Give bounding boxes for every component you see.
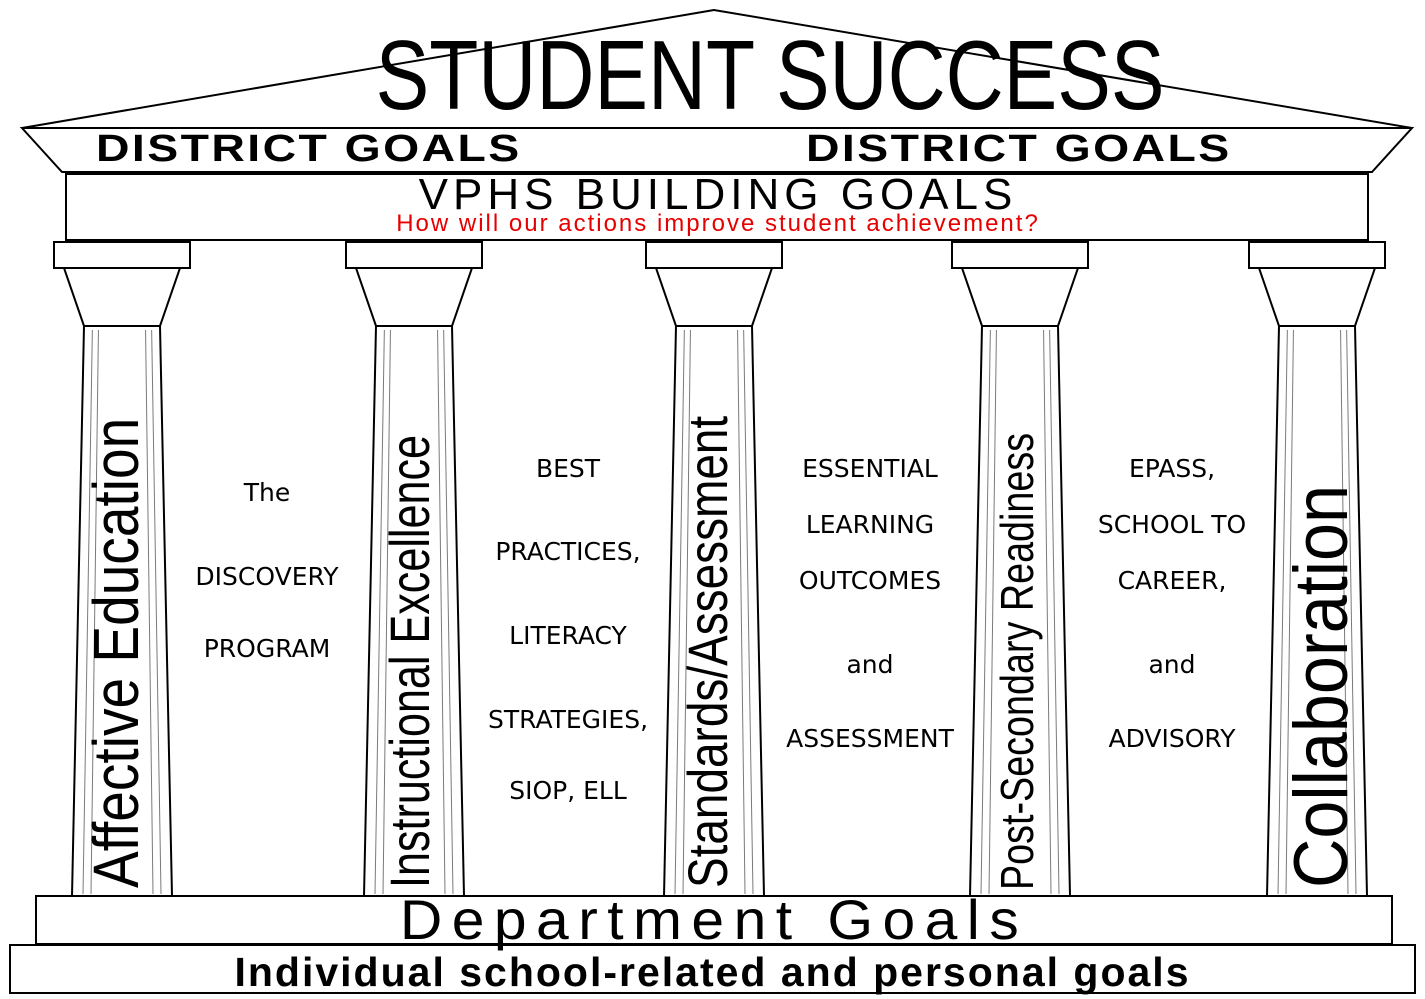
pillar-capital-post-secondary-readiness [951,241,1089,269]
pillar-flute-instructional-excellence [382,329,391,895]
pillar-capital-instructional-excellence [345,241,483,269]
pillar-echinus-collaboration [1257,267,1377,327]
pillar-flute-affective-education [82,329,93,895]
building-goals-title: VPHS BUILDING GOALS [418,170,1018,219]
district-goals-right: DISTRICT GOALS [806,128,1232,170]
pillar-flute-collaboration [1340,329,1349,895]
pillar-flute-standards-assessment [674,329,685,895]
pillar-flute-instructional-excellence [437,329,446,895]
building-goals-box [65,173,1369,241]
district-goals-band [19,127,1415,173]
pillar-label-standards-assessment: Standards/Assessment [676,415,739,888]
pillar-flute-affective-education [151,329,162,895]
pillar-echinus-affective-education [62,267,182,327]
pillar-flute-instructional-excellence [443,329,454,895]
pillar-flute-standards-assessment [682,329,691,895]
pillar-capital-affective-education [53,241,191,269]
pillar-flute-post-secondary-readiness [1043,329,1052,895]
pillar-capital-standards-assessment [645,241,783,269]
pillar-flute-post-secondary-readiness [1049,329,1060,895]
pillar-flute-post-secondary-readiness [988,329,997,895]
page-title: STUDENT SUCCESS [375,20,1165,130]
pillar-label-affective-education: Affective Education [80,417,152,888]
pillar-echinus-standards-assessment [654,267,774,327]
pillars-group [53,241,1386,897]
pillar-label-post-secondary-readiness: Post-Secondary Readiness [991,432,1043,890]
pillar-label-collaboration: Collaboration [1279,484,1364,888]
pillar-echinus-post-secondary-readiness [960,267,1080,327]
individual-goals-base [9,944,1416,994]
department-goals-base [35,895,1393,945]
pillar-flute-instructional-excellence [374,329,385,895]
pillar-flute-affective-education [90,329,99,895]
pillar-flute-affective-education [145,329,154,895]
department-goals-label: Department Goals [399,888,1029,951]
pillar-echinus-instructional-excellence [354,267,474,327]
district-goals-left: DISTRICT GOALS [96,128,522,170]
pillar-flute-collaboration [1277,329,1288,895]
individual-goals-label: Individual school-related and personal g… [234,949,1191,995]
pillar-label-instructional-excellence: Instructional Excellence [378,434,441,888]
pillar-flute-standards-assessment [737,329,746,895]
pillar-flute-collaboration [1285,329,1294,895]
pillar-capital-collaboration [1248,241,1386,269]
building-goals-question: How will our actions improve student ach… [396,210,1040,237]
pillar-flute-standards-assessment [743,329,754,895]
pillar-flute-post-secondary-readiness [980,329,991,895]
pillar-flute-collaboration [1346,329,1357,895]
